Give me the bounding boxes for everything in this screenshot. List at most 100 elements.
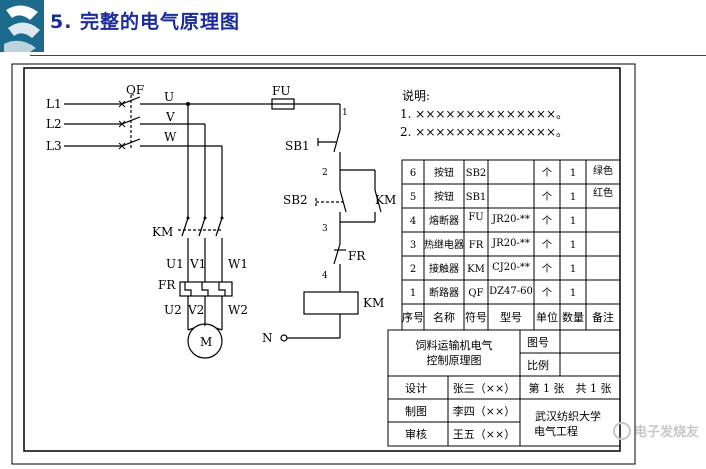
svg-text:1: 1 — [570, 288, 576, 299]
table-header-row: 序号 名称 符号 型号 单位 数量 备注 — [402, 310, 614, 324]
coil-symbol — [303, 291, 359, 315]
label-qf: QF — [126, 83, 144, 97]
label-l2: L2 — [46, 117, 62, 131]
svg-text:FR: FR — [469, 240, 484, 251]
label-sb1: SB1 — [285, 139, 310, 153]
title-block — [387, 329, 621, 447]
svg-text:符号: 符号 — [465, 311, 487, 324]
notes-heading: 说明: — [402, 88, 430, 103]
label-u2: U2 — [164, 303, 182, 317]
svg-text:SB2: SB2 — [466, 168, 487, 179]
svg-text:2: 2 — [410, 264, 416, 275]
label-fr-contact: FR — [348, 249, 366, 263]
label-sb2: SB2 — [283, 193, 308, 207]
parts-table — [401, 159, 621, 331]
watermark-icon — [613, 422, 631, 440]
label-motor: M — [200, 335, 212, 349]
svg-text:单位: 单位 — [536, 310, 558, 324]
org-line-1: 武汉纺织大学 — [535, 409, 601, 423]
label-coil: KM — [363, 296, 384, 310]
svg-text:DZ47-60: DZ47-60 — [489, 286, 533, 297]
svg-text:名称: 名称 — [433, 310, 455, 324]
svg-text:个: 个 — [542, 167, 552, 179]
svg-text:个: 个 — [542, 191, 552, 203]
page-title: 5. 完整的电气原理图 — [50, 11, 241, 33]
svg-text:1: 1 — [410, 288, 416, 299]
table-row: 5 按钮 SB1 个 1 红色 — [410, 186, 613, 203]
svg-text:FU: FU — [468, 212, 483, 223]
svg-text:个: 个 — [542, 215, 552, 227]
svg-text:熔断器: 熔断器 — [429, 214, 459, 227]
junction-dots — [186, 102, 224, 220]
label-fu: FU — [272, 84, 290, 98]
node-3: 3 — [322, 224, 328, 234]
outer-frame — [11, 63, 636, 465]
fuse-symbol — [271, 98, 295, 110]
table-row: 2 接触器 KM CJ20-** 个 1 — [410, 262, 576, 275]
watermark-text: 电子发烧友 — [634, 424, 699, 440]
notes-line-2: 2. ××××××××××××××。 — [400, 125, 568, 139]
main-circuit — [64, 95, 340, 359]
watermark: 电子发烧友 — [613, 422, 699, 440]
check-label: 审核 — [405, 427, 427, 441]
label-v2: V2 — [187, 303, 204, 317]
svg-text:红色: 红色 — [593, 186, 613, 199]
svg-text:1: 1 — [570, 216, 576, 227]
designer-name: 张三（××） — [453, 382, 515, 395]
logo-icon — [0, 0, 44, 52]
table-row: 4 熔断器 FU JR20-** 个 1 — [410, 212, 576, 227]
svg-text:1: 1 — [570, 240, 576, 251]
slide-header: 5. 完整的电气原理图 — [0, 0, 706, 52]
svg-text:备注: 备注 — [592, 310, 614, 324]
drawing-name-line-2: 控制原理图 — [427, 353, 482, 367]
svg-text:1: 1 — [570, 264, 576, 275]
svg-text:KM: KM — [467, 264, 485, 275]
label-u1: U1 — [166, 257, 184, 271]
svg-text:3: 3 — [410, 240, 416, 251]
node-2: 2 — [322, 168, 328, 178]
svg-text:热继电器: 热继电器 — [424, 238, 464, 251]
control-circuit — [271, 98, 382, 342]
checker-name: 王五（××） — [453, 428, 515, 441]
label-km-main: KM — [152, 225, 173, 239]
table-row: 1 断路器 QF DZ47-60 个 1 — [410, 286, 576, 299]
svg-text:型号: 型号 — [500, 310, 522, 324]
drawing-name-line-1: 饲料运输机电气 — [416, 338, 493, 352]
label-l3: L3 — [46, 139, 62, 153]
circuit-labels: L1 L2 L3 QF U V W FU KM U1 V1 W1 FR U2 V… — [46, 83, 396, 349]
svg-text:按钮: 按钮 — [434, 166, 454, 179]
svg-text:1: 1 — [570, 192, 576, 203]
scale-label: 比例 — [527, 358, 549, 372]
svg-text:6: 6 — [410, 168, 416, 179]
drawing-no-label: 图号 — [527, 336, 549, 349]
table-row: 6 按钮 SB2 个 1 绿色 — [410, 164, 613, 179]
label-w1: W1 — [228, 257, 248, 271]
node-1: 1 — [342, 108, 348, 118]
design-label: 设计 — [405, 382, 427, 395]
label-l1: L1 — [46, 97, 62, 111]
table-row: 3 热继电器 FR JR20-** 个 1 — [410, 238, 576, 251]
drafter-name: 李四（××） — [453, 404, 515, 418]
svg-text:个: 个 — [542, 263, 552, 275]
svg-text:个: 个 — [542, 239, 552, 251]
svg-text:数量: 数量 — [562, 311, 584, 324]
svg-text:1: 1 — [570, 168, 576, 179]
title-block-text: 饲料运输机电气 控制原理图 图号 比例 设计 张三（××） 第 1 张 共 1 … — [405, 336, 611, 441]
org-line-2: 电气工程 — [534, 424, 578, 438]
label-v1: V1 — [189, 257, 206, 271]
svg-text:断路器: 断路器 — [429, 286, 459, 299]
node-numbers: 1 2 3 4 — [322, 108, 348, 281]
parts-table-cells: 6 按钮 SB2 个 1 绿色 5 按钮 SB1 个 1 红色 4 熔断器 FU… — [402, 164, 614, 324]
svg-text:个: 个 — [542, 287, 552, 299]
notes-line-1: 1. ××××××××××××××。 — [400, 107, 568, 121]
breaker-contacts — [118, 100, 126, 150]
label-w2: W2 — [228, 303, 248, 317]
label-u: U — [164, 90, 174, 104]
node-4: 4 — [322, 271, 328, 281]
svg-text:接触器: 接触器 — [429, 262, 459, 275]
svg-text:绿色: 绿色 — [593, 164, 613, 177]
svg-text:4: 4 — [410, 216, 416, 227]
label-n: N — [262, 331, 273, 345]
svg-text:序号: 序号 — [402, 310, 424, 324]
